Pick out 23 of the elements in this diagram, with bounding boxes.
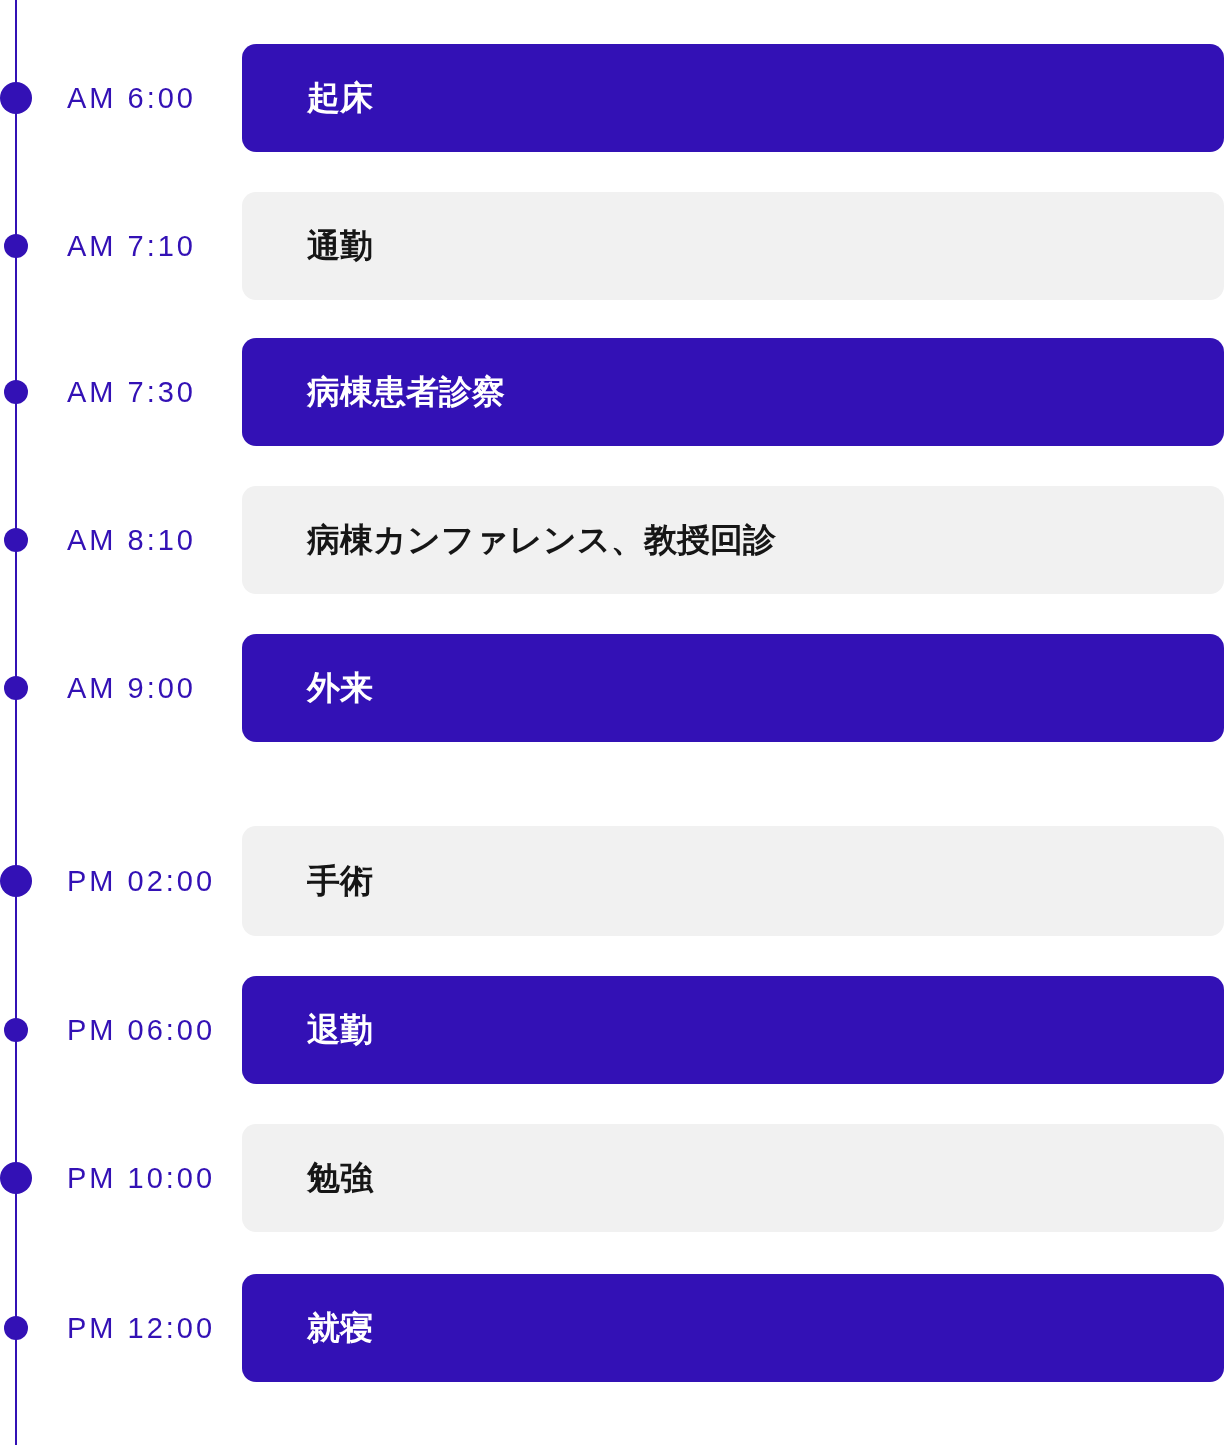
time-label: AM 6:00 [67, 81, 196, 116]
schedule-box [242, 338, 1224, 446]
activity-label: 病棟患者診察 [307, 372, 505, 412]
time-label: AM 9:00 [67, 671, 196, 706]
activity-label: 通勤 [307, 226, 373, 266]
time-label: PM 02:00 [67, 864, 216, 899]
activity-label: 起床 [307, 78, 373, 118]
activity-label: 病棟カンファレンス、教授回診 [307, 520, 776, 560]
activity-label: 就寝 [307, 1308, 373, 1348]
activity-label: 手術 [307, 861, 373, 901]
time-label: PM 12:00 [67, 1311, 216, 1346]
time-label: PM 10:00 [67, 1161, 216, 1196]
activity-label: 勉強 [307, 1158, 373, 1198]
time-label: AM 7:30 [67, 375, 196, 410]
time-label: AM 7:10 [67, 229, 196, 264]
schedule-box [242, 1274, 1224, 1382]
activity-label: 退勤 [307, 1010, 373, 1050]
schedule-box [242, 976, 1224, 1084]
activity-label: 外来 [307, 668, 373, 708]
schedule-box [242, 634, 1224, 742]
time-label: AM 8:10 [67, 523, 196, 558]
time-label: PM 06:00 [67, 1013, 216, 1048]
schedule-box [242, 44, 1224, 152]
